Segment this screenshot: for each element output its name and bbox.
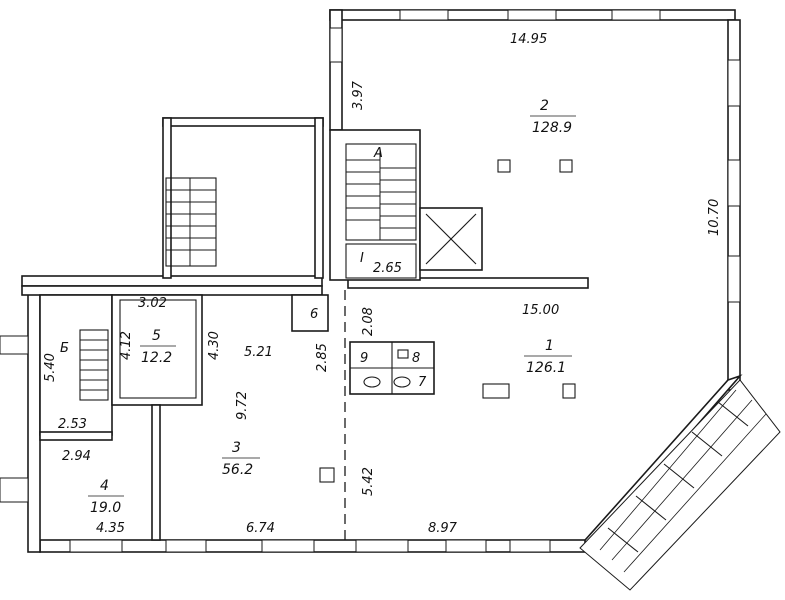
annex-left [162,117,172,279]
window [727,159,741,207]
dim-2-53: 2.53 [58,417,87,432]
dim-2-08: 2.08 [361,307,376,336]
annex-right [314,117,324,279]
room-3-area: 56.2 [222,462,253,478]
dim-15-00: 15.00 [522,303,559,318]
wc-9: 9 [360,351,368,366]
stair-a-mark: А [373,146,383,161]
column [319,467,335,483]
room-4-number: 4 [100,478,109,494]
room-5-walls [111,294,203,406]
dim-8-97: 8.97 [428,521,458,536]
dim-5-21: 5.21 [244,345,273,360]
dim-10-70: 10.70 [707,199,722,236]
wall-room4 [151,404,161,541]
room-5-area: 12.2 [141,350,172,366]
window [165,539,207,553]
room-labels: 2 128.9 1 126.1 3 56.2 4 19.0 5 12.2 [88,98,576,516]
room-1-area: 126.1 [526,360,566,376]
room-4-area: 19.0 [90,500,121,516]
room-label-1: 1 126.1 [524,338,572,376]
dim-4-35: 4.35 [96,521,125,536]
window [445,539,487,553]
stair-b-mark: Б [60,341,69,356]
stair-a-treads [346,159,416,229]
window [727,59,741,107]
dimension-labels: 14.95 3.97 10.70 15.00 2.08 3.02 4.12 4.… [43,32,722,536]
window [509,539,551,553]
glazed-annex-outline [579,379,781,591]
glazed-annex [579,379,781,591]
room-label-2: 2 128.9 [530,98,576,136]
partitions: Б 9 8 7 6 [39,159,576,541]
stair-b-flight [79,329,109,401]
windows [0,9,741,553]
dim-2-65: 2.65 [373,261,402,276]
column [482,383,510,399]
room-5-inner [119,299,197,399]
window [507,9,557,21]
window [727,255,741,303]
room-2-number: 2 [540,98,549,114]
dim-9-72: 9.72 [235,391,250,420]
dim-6-74: 6.74 [246,521,275,536]
wall-corridor-top [21,275,323,287]
wc-7: 7 [418,375,427,390]
column [559,159,573,173]
stair-b-room [39,294,113,436]
annex-top [162,117,324,127]
stairwell-a: А I 2.65 [329,129,421,281]
landing [345,243,417,279]
wall-left [27,281,41,553]
room-5-number: 5 [152,328,161,344]
room-label-4: 4 19.0 [88,478,124,516]
window [69,539,123,553]
room-label-5: 5 12.2 [140,328,176,366]
window [261,539,315,553]
window [611,9,661,21]
room-6 [291,294,329,332]
window [0,477,29,503]
annex-stair-box [165,177,217,267]
dim-4-30: 4.30 [207,331,222,360]
dim-2-85: 2.85 [315,343,330,372]
dim-3-02: 3.02 [138,296,167,311]
room-1-number: 1 [545,338,554,354]
room-3-number: 3 [232,440,241,456]
window [329,27,343,63]
room-2-area: 128.9 [532,120,572,136]
window [399,9,449,21]
dim-2-94: 2.94 [62,449,91,464]
annex-stair [165,177,217,267]
stair-a-box [329,129,421,281]
window [355,539,409,553]
dim-5-40: 5.40 [43,353,58,382]
roman-one-mark: I [360,251,364,266]
outer-walls [21,9,743,553]
window [0,335,29,355]
wall-room4-top [39,431,113,441]
dim-5-42: 5.42 [361,467,376,496]
wall-corridor-bottom [21,285,323,296]
elevator-shaft [419,207,483,271]
wc-6: 6 [310,307,318,322]
wc-8: 8 [412,351,420,366]
column [497,159,511,173]
dim-4-12: 4.12 [119,331,134,360]
dim-3-97: 3.97 [351,80,366,110]
column [562,383,576,399]
wall-mid-hall [347,277,589,289]
room-label-3: 3 56.2 [222,440,260,478]
dim-14-95: 14.95 [510,32,547,47]
